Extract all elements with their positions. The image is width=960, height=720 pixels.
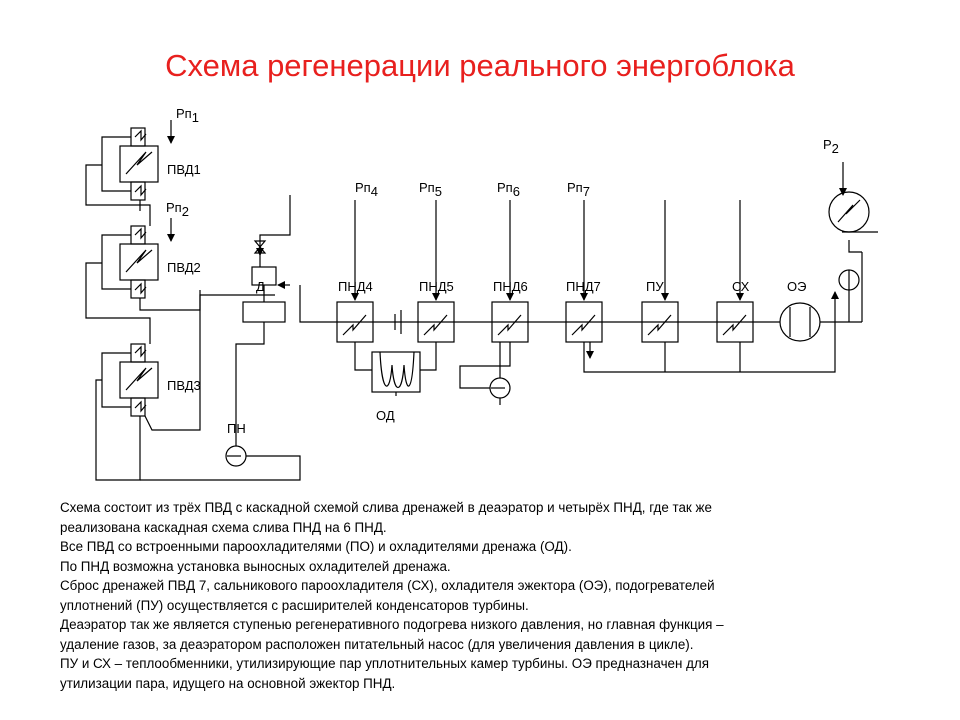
label-p2: Р2 xyxy=(823,137,839,156)
pvd1-heater xyxy=(119,127,159,201)
drain-pump xyxy=(489,377,511,399)
od-drain-cooler xyxy=(371,351,421,393)
label-pnd4: ПНД4 xyxy=(338,279,373,294)
condenser-p2 xyxy=(828,191,870,233)
description-line: утилизации пара, идущего на основной эже… xyxy=(60,675,396,691)
label-rp6: Рп6 xyxy=(497,180,520,199)
description-line: Схема состоит из трёх ПВД с каскадной сх… xyxy=(60,500,712,515)
label-rp4: Рп4 xyxy=(355,180,378,199)
pvd2-heater xyxy=(119,225,159,299)
label-od: ОД xyxy=(376,408,395,423)
label-pvd1: ПВД1 xyxy=(167,162,201,177)
regeneration-scheme-diagram: ПВД1 ПВД2 ПВД3 Д ПН ОД ПНД4 ПНД5 ПНД6 ПН… xyxy=(85,106,878,481)
label-rp5: Рп5 xyxy=(419,180,442,199)
description-line: По ПНД возможна установка выносных охлад… xyxy=(60,558,451,574)
description-line: Все ПВД со встроенными пароохладителями … xyxy=(60,539,572,554)
label-pnd7: ПНД7 xyxy=(566,279,601,294)
condensate-pump xyxy=(838,269,860,291)
description-line: Сброс дренажей ПВД 7, сальникового пароо… xyxy=(60,578,715,593)
label-d: Д xyxy=(256,279,265,294)
pu-heater xyxy=(641,301,679,343)
label-sx: СХ xyxy=(732,279,750,294)
description-line: ПУ и СХ – теплообменники, утилизирующие … xyxy=(60,656,709,671)
slide-title: Схема регенерации реального энергоблока xyxy=(165,48,795,83)
feed-pump-pn xyxy=(225,445,247,467)
pvd3-heater xyxy=(119,343,159,417)
description-line: уплотнений (ПУ) осуществляется с расшири… xyxy=(60,597,529,613)
sx-heater xyxy=(716,301,754,343)
label-pu: ПУ xyxy=(646,279,664,294)
label-rp1: Рп1 xyxy=(176,106,199,125)
description-line: Деаэратор так же является ступенью реген… xyxy=(60,617,724,632)
description-line: удаление газов, за деаэратором расположе… xyxy=(60,636,694,652)
label-pvd3: ПВД3 xyxy=(167,378,201,393)
label-pnd5: ПНД5 xyxy=(419,279,454,294)
label-pn: ПН xyxy=(227,421,246,436)
label-pnd6: ПНД6 xyxy=(493,279,528,294)
description-text: Схема состоит из трёх ПВД с каскадной сх… xyxy=(60,498,890,693)
label-rp7: Рп7 xyxy=(567,180,590,199)
label-rp2: Рп2 xyxy=(166,200,189,219)
oe-ejector-cooler xyxy=(779,302,821,342)
label-oe: ОЭ xyxy=(787,279,806,294)
label-pvd2: ПВД2 xyxy=(167,260,201,275)
description-line: реализована каскадная схема слива ПНД на… xyxy=(60,519,387,535)
